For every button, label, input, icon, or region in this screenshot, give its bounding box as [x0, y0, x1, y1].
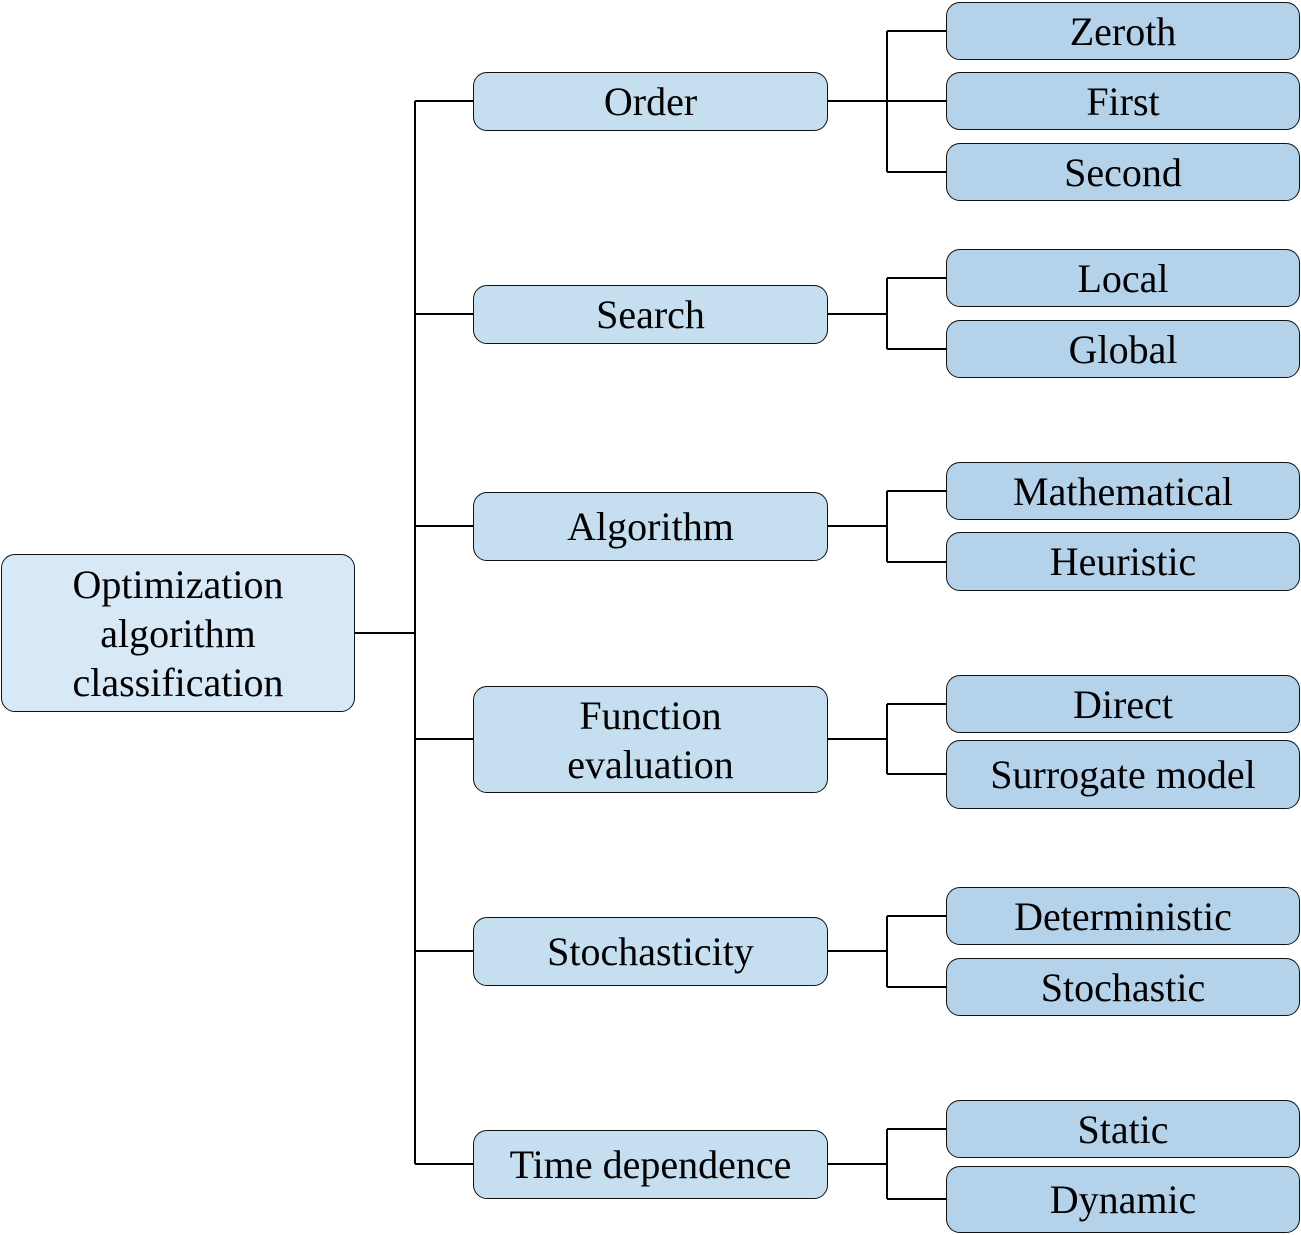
leaf-deterministic: Deterministic — [946, 887, 1300, 945]
leaf-label: Deterministic — [1014, 893, 1232, 939]
leaf-label: Direct — [1073, 681, 1173, 727]
category-label: Order — [603, 79, 698, 124]
category-label-line-2: evaluation — [567, 741, 734, 787]
leaf-label: Stochastic — [1040, 964, 1206, 1010]
leaf-local: Local — [946, 249, 1300, 307]
root-label-line-3: classification — [72, 659, 284, 705]
root-label-line-1: Optimization — [72, 561, 284, 607]
leaf-first: First — [946, 72, 1300, 130]
leaf-label: Local — [1077, 255, 1169, 301]
category-search: Search — [473, 285, 828, 344]
category-order: Order — [473, 72, 828, 131]
leaf-label: Global — [1068, 326, 1178, 372]
category-label: Stochasticity — [547, 929, 754, 974]
leaf-label: Mathematical — [1013, 468, 1233, 514]
leaf-label: Surrogate model — [990, 752, 1256, 797]
category-stochasticity: Stochasticity — [473, 917, 828, 986]
leaf-zeroth: Zeroth — [946, 2, 1300, 60]
category-label: Algorithm — [567, 504, 734, 549]
category-label-line-1: Function — [579, 692, 722, 738]
leaf-surrogate-model: Surrogate model — [946, 740, 1300, 809]
leaf-mathematical: Mathematical — [946, 462, 1300, 520]
leaf-label: Heuristic — [1049, 539, 1197, 584]
leaf-label: Static — [1077, 1106, 1169, 1152]
category-label: Search — [596, 292, 705, 337]
root-label-line-2: algorithm — [100, 610, 256, 656]
leaf-direct: Direct — [946, 675, 1300, 733]
leaf-global: Global — [946, 320, 1300, 378]
leaf-dynamic: Dynamic — [946, 1166, 1300, 1233]
leaf-label: Dynamic — [1049, 1177, 1197, 1222]
leaf-label: First — [1086, 78, 1160, 124]
leaf-stochastic: Stochastic — [946, 958, 1300, 1016]
category-function-evaluation: Function evaluation — [473, 686, 828, 793]
leaf-second: Second — [946, 143, 1300, 201]
category-label: Time dependence — [509, 1142, 792, 1187]
leaf-label: Second — [1064, 149, 1182, 195]
leaf-label: Zeroth — [1069, 8, 1177, 54]
category-algorithm: Algorithm — [473, 492, 828, 561]
category-time-dependence: Time dependence — [473, 1130, 828, 1199]
leaf-static: Static — [946, 1100, 1300, 1158]
root-node: Optimization algorithm classification — [1, 554, 355, 712]
leaf-heuristic: Heuristic — [946, 532, 1300, 591]
